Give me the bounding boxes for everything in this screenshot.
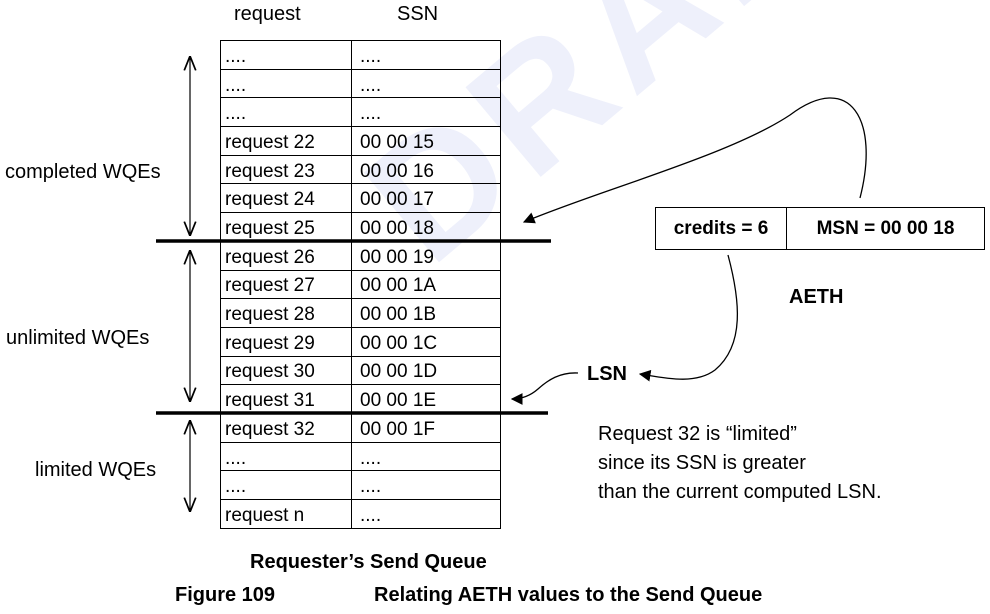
lsn-label: LSN [587, 363, 627, 385]
lsn-to-request-arrow [510, 372, 579, 405]
figure-number: Figure 109 [175, 584, 276, 606]
aeth-msn-field: MSN = 00 00 18 [816, 217, 955, 239]
ssn-cell: 00 00 18 [351, 212, 501, 242]
ssn-cell: .... [351, 97, 501, 128]
request-cell: request 29 [220, 326, 352, 357]
request-cell: request 23 [220, 154, 352, 185]
table-row: ........ [220, 97, 501, 128]
note-line-1: Request 32 is “limited” [598, 423, 797, 445]
request-cell: request 30 [220, 355, 352, 386]
table-row: ........ [220, 470, 501, 500]
ssn-column-header: SSN [397, 3, 439, 25]
request-cell: request n [220, 499, 352, 529]
ssn-cell: 00 00 1C [351, 326, 501, 357]
ssn-cell: .... [351, 68, 501, 99]
request-cell: request 28 [220, 298, 352, 328]
ssn-cell: 00 00 1B [351, 298, 501, 328]
msn-to-request-arrow [522, 97, 867, 224]
request-column-header: request [234, 3, 301, 25]
ssn-cell: 00 00 1A [351, 269, 501, 300]
aeth-box: credits = 6 MSN = 00 00 18 [655, 207, 985, 250]
request-cell: request 22 [220, 126, 352, 156]
queue-caption: Requester’s Send Queue [250, 551, 487, 573]
ssn-cell: .... [351, 441, 501, 472]
note-line-3: than the current computed LSN. [598, 481, 882, 503]
ssn-cell: 00 00 16 [351, 154, 501, 185]
request-cell: request 25 [220, 212, 352, 242]
request-cell: request 31 [220, 384, 352, 414]
request-cell: .... [220, 441, 352, 472]
aeth-label: AETH [789, 286, 844, 308]
aeth-to-lsn-arrow [638, 254, 738, 382]
ssn-cell: 00 00 15 [351, 126, 501, 156]
request-cell: request 32 [220, 412, 352, 443]
figure-title: Relating AETH values to the Send Queue [374, 584, 763, 606]
unlimited-wqes-label: unlimited WQEs [6, 327, 150, 349]
table-row: ........ [220, 68, 501, 99]
request-cell: request 27 [220, 269, 352, 300]
request-cell: .... [220, 97, 352, 128]
completed-wqes-label: completed WQEs [5, 161, 161, 183]
table-row: ........ [220, 441, 501, 472]
limited-wqes-label: limited WQEs [35, 459, 157, 481]
ssn-cell: .... [351, 499, 501, 529]
table-row: request n.... [220, 499, 501, 529]
ssn-cell: 00 00 1F [351, 412, 501, 443]
note-line-2: since its SSN is greater [598, 452, 806, 474]
aeth-credits-field: credits = 6 [656, 208, 787, 249]
